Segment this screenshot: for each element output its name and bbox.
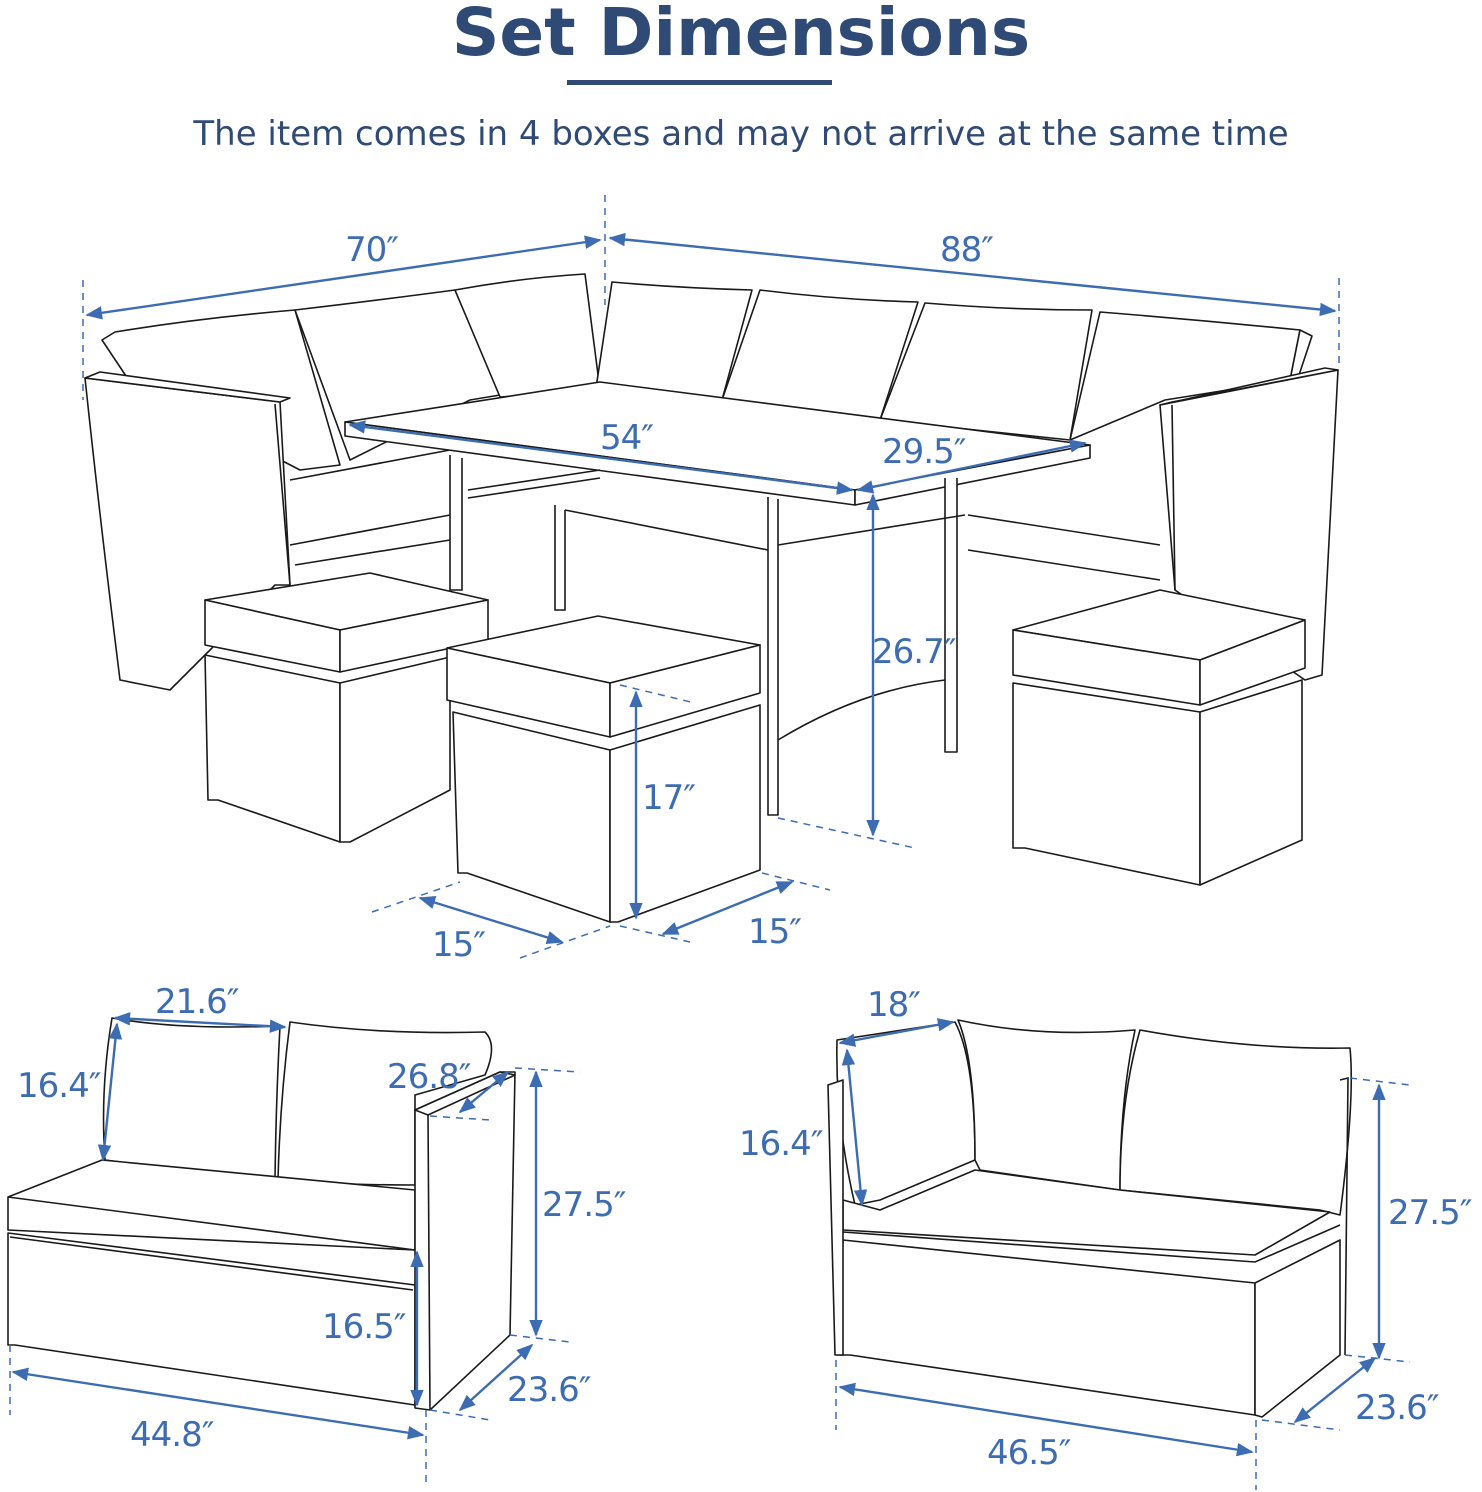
dim-label-ottoman-width: 15″ (432, 925, 486, 965)
dim-label-left-sofa-arm-depth: 26.8″ (387, 1057, 471, 1097)
right-sofa-dimension-lines (835, 1018, 1411, 1490)
dim-label-ottoman-depth: 15″ (748, 912, 802, 952)
dim-label-right-sofa-cushion-width: 18″ (867, 985, 921, 1025)
left-sofa-dimension-lines (9, 1012, 581, 1485)
dim-label-table-width: 29.5″ (882, 432, 966, 472)
dim-label-left-sofa-height: 27.5″ (542, 1185, 626, 1225)
full-set-dimension-lines (82, 195, 1340, 959)
dim-label-ottoman-height: 17″ (642, 778, 696, 818)
page-title: Set Dimensions (451, 0, 1031, 71)
dim-label-right-sofa-height: 27.5″ (1388, 1193, 1472, 1233)
dim-label-right-sofa-cushion-height: 16.4″ (739, 1124, 823, 1164)
dim-label-left-sofa-cushion-height: 16.4″ (17, 1066, 101, 1106)
dim-label-table-length: 54″ (600, 418, 654, 458)
left-sofa-drawing (7, 1017, 516, 1411)
page-subtitle: The item comes in 4 boxes and may not ar… (193, 114, 1289, 154)
dim-label-left-sofa-seat-height: 16.5″ (322, 1307, 406, 1347)
dim-label-table-height: 26.7″ (872, 632, 956, 672)
dim-label-right-sofa-length: 46.5″ (987, 1433, 1071, 1473)
dim-label-right-sofa-depth: 23.6″ (1355, 1388, 1439, 1428)
title-underline (567, 80, 832, 85)
dim-label-left-sofa-length: 44.8″ (130, 1415, 214, 1455)
right-sofa-drawing (827, 1019, 1353, 1418)
full-set-drawing (84, 273, 1339, 923)
dim-label-left-sofa-depth: 23.6″ (507, 1370, 591, 1410)
dim-label-left-section-length: 70″ (345, 230, 399, 270)
dim-label-left-sofa-cushion-width: 21.6″ (155, 982, 239, 1022)
dim-label-right-section-length: 88″ (940, 230, 994, 270)
